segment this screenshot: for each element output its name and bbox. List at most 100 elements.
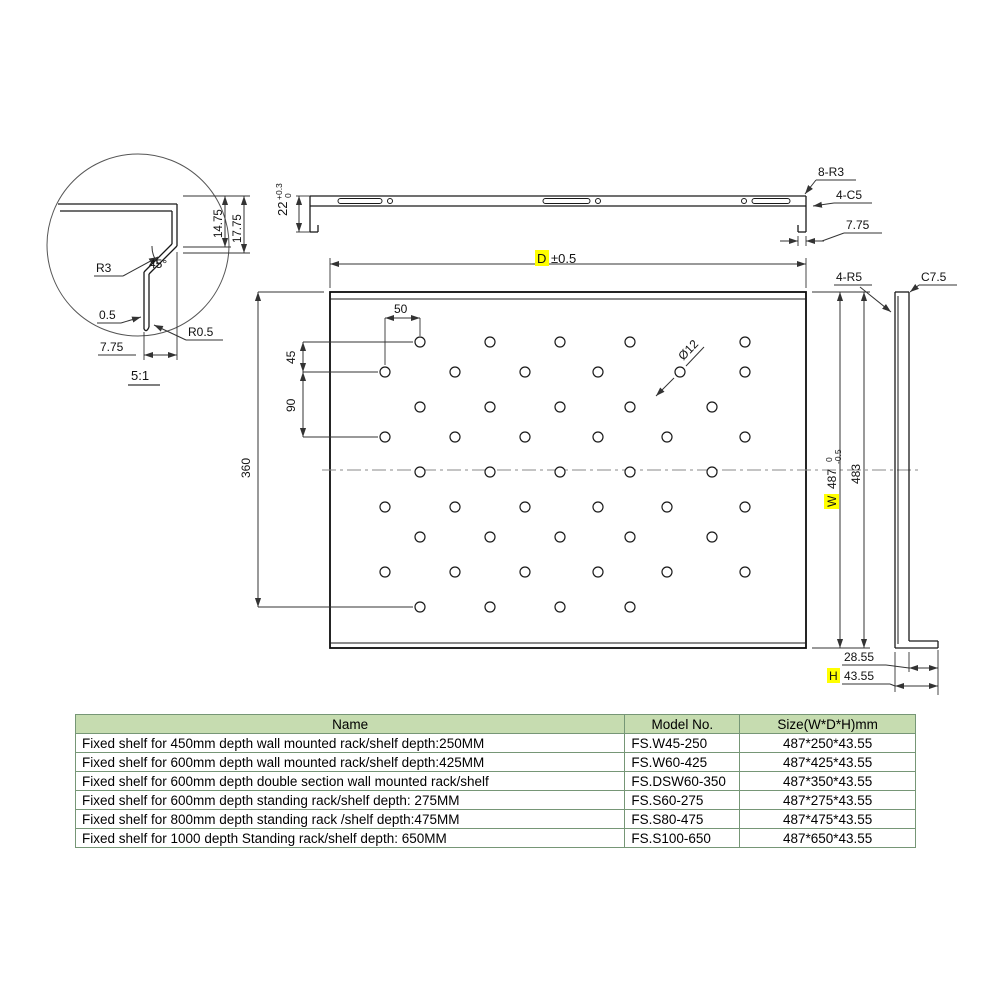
cell-model: FS.W45-250 [624, 733, 741, 753]
col-header-name: Name [74, 714, 626, 734]
shelf-hole [624, 601, 636, 613]
shelf-hole [484, 336, 496, 348]
pitch-50-label: 50 [394, 302, 408, 316]
cell-model: FS.S80-475 [624, 809, 741, 829]
shelf-hole [414, 531, 426, 543]
shelf-hole [592, 366, 604, 378]
detail-hook-depth-dim: 7.75 [98, 252, 178, 360]
front-height-label: 22 [275, 202, 290, 216]
cell-size: 487*275*43.55 [739, 790, 916, 810]
cell-name: Fixed shelf for 600mm depth double secti… [74, 771, 626, 791]
width-label-highlight [824, 494, 839, 509]
detail-thickness-label: 0.5 [99, 308, 116, 322]
plan-width-tol-dn: -0.5 [833, 449, 843, 464]
height-label-highlight [827, 668, 840, 683]
shelf-hole [554, 336, 566, 348]
shelf-hole [706, 401, 718, 413]
cell-model: FS.S60-275 [624, 790, 741, 810]
detail-dim-17-75: 17.75 [232, 214, 244, 243]
shelf-hole [739, 566, 751, 578]
front-height-tol-dn: 0 [283, 193, 293, 198]
cell-model: FS.S100-650 [624, 828, 741, 848]
shelf-hole [554, 601, 566, 613]
shelf-hole [379, 431, 391, 443]
shelf-hole [624, 531, 636, 543]
detail-angle-label: 45° [149, 257, 167, 271]
front-lip-label: 7.75 [846, 218, 870, 232]
table-row: Fixed shelf for 1000 depth Standing rack… [74, 828, 916, 848]
detail-angle-arc [151, 245, 160, 265]
shelf-hole [519, 431, 531, 443]
front-view: 22 +0.3 0 8-R3 4-C5 7.75 [274, 165, 882, 246]
table-row: Fixed shelf for 600mm depth wall mounted… [74, 752, 916, 772]
cell-name: Fixed shelf for 1000 depth Standing rack… [74, 828, 626, 848]
plan-width-value: 487 [825, 469, 839, 489]
table-row: Fixed shelf for 800mm depth standing rac… [74, 809, 916, 829]
side-flange-dim: 28.55 [842, 650, 939, 695]
hole-grid [379, 336, 751, 613]
spec-table: Name Model No. Size(W*D*H)mm Fixed shelf… [74, 714, 916, 848]
front-height-dim: 22 +0.3 0 [274, 183, 310, 233]
shelf-hole [739, 501, 751, 513]
plan-pitch-90-dim: 90 [284, 372, 378, 438]
front-bar-geometry [309, 195, 807, 233]
front-height-tol-up: +0.3 [274, 183, 284, 200]
side-chamfer-note: C7.5 [921, 270, 947, 284]
shelf-hole [519, 501, 531, 513]
shelf-hole [706, 531, 718, 543]
pitch-45-label: 45 [284, 350, 298, 364]
plan-hole-dia-callout: Ø12 [655, 337, 705, 397]
shelf-hole [379, 566, 391, 578]
shelf-hole [554, 466, 566, 478]
cell-size: 487*350*43.55 [739, 771, 916, 791]
shelf-hole [592, 501, 604, 513]
plan-depth-tol: ±0.5 [551, 251, 576, 266]
side-flange-label: 28.55 [844, 650, 874, 664]
shelf-hole [484, 601, 496, 613]
table-header-row: Name Model No. Size(W*D*H)mm [74, 714, 916, 734]
plan-pitch-45-dim: 45 [284, 341, 413, 373]
shelf-hole [449, 501, 461, 513]
cell-name: Fixed shelf for 800mm depth standing rac… [74, 809, 626, 829]
spec-table-grid: Name Model No. Size(W*D*H)mm Fixed shelf… [74, 714, 916, 848]
cell-size: 487*650*43.55 [739, 828, 916, 848]
side-view: 4-R5 C7.5 28.55 H 43.55 [827, 270, 957, 695]
shelf-hole [739, 431, 751, 443]
front-slots [337, 198, 791, 204]
shelf-hole [624, 401, 636, 413]
shelf-hole [739, 336, 751, 348]
plan-depth-dim: D ±0.5 [329, 250, 807, 288]
depth-label-highlight [535, 250, 549, 266]
col-header-size: Size(W*D*H)mm [739, 714, 916, 734]
detail-view: R3 45° 0.5 R0.5 7.75 5:1 14.75 [46, 153, 250, 386]
hole-dia-label: Ø12 [675, 337, 701, 363]
cell-name: Fixed shelf for 600mm depth wall mounted… [74, 752, 626, 772]
shelf-hole [379, 501, 391, 513]
span-360-label: 360 [239, 458, 253, 478]
shelf-hole [706, 466, 718, 478]
plan-view: D ±0.5 50 45 90 [239, 250, 918, 649]
shelf-hole [379, 366, 391, 378]
detail-hook-depth-label: 7.75 [100, 340, 124, 354]
shelf-hole [449, 366, 461, 378]
detail-circle [46, 153, 230, 337]
side-height-dim: H 43.55 [827, 652, 938, 692]
plan-pitch-50-dim: 50 [384, 302, 421, 365]
shelf-hole [661, 566, 673, 578]
shelf-hole [414, 601, 426, 613]
side-height-label: H [829, 669, 838, 683]
side-height-value: 43.55 [844, 669, 874, 683]
shelf-hole [414, 336, 426, 348]
shelf-hole [739, 366, 751, 378]
shelf-hole [674, 366, 686, 378]
shelf-hole [449, 566, 461, 578]
shelf-hole [661, 431, 673, 443]
plan-width-tol-up: 0 [824, 457, 834, 462]
plan-depth-label: D [537, 251, 546, 266]
side-radius-note: 4-R5 [836, 270, 862, 284]
shelf-hole [414, 401, 426, 413]
front-chamfer-note: 4-C5 [836, 188, 862, 202]
shelf-hole [624, 336, 636, 348]
detail-profile-geometry [58, 203, 178, 332]
plan-span-360-dim: 360 [239, 291, 413, 608]
